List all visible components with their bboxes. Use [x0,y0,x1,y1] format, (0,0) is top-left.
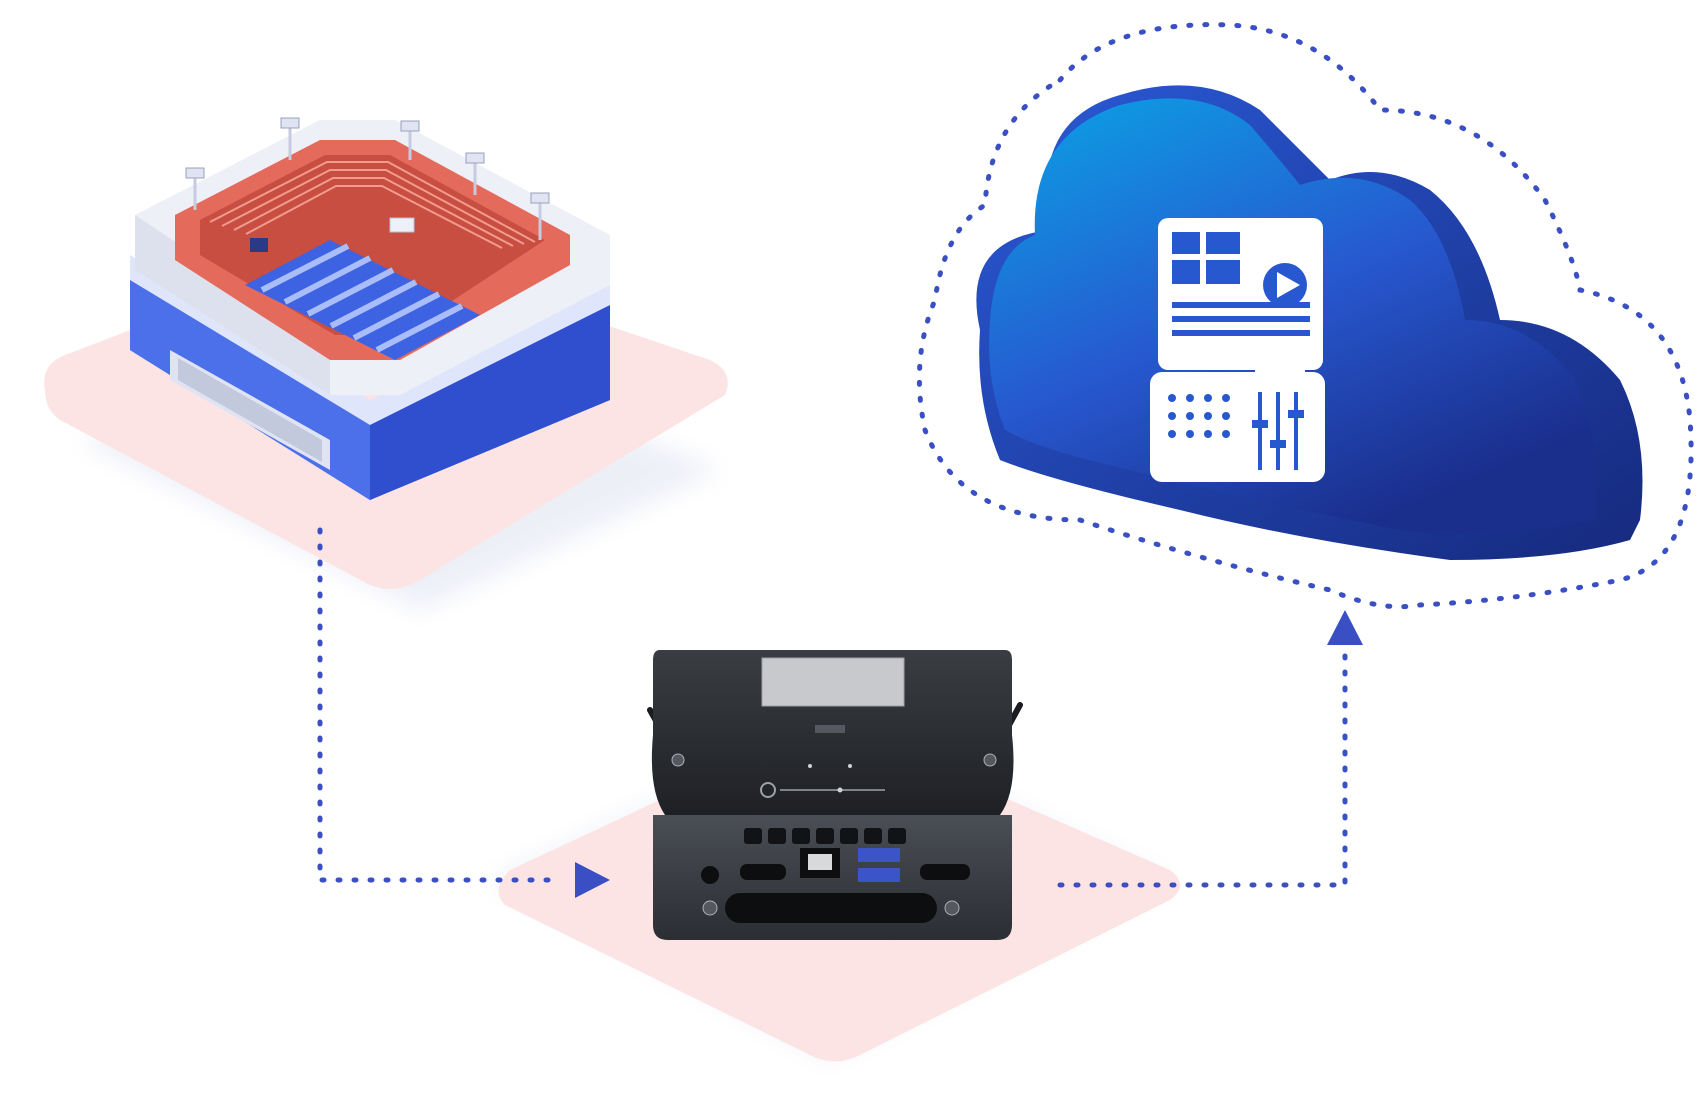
stadium-node [44,117,728,610]
device-screen [761,657,905,707]
cloud-production-console-icon [976,85,1643,560]
arrowhead-right-icon [575,862,610,898]
stadium-icon [130,117,610,500]
edge-device-to-cloud [1057,610,1363,888]
cloud-boundary [916,22,1694,610]
edge-stadium-to-device [317,527,610,898]
arrowhead-up-icon [1327,610,1363,645]
mini-pc-device-icon [647,650,1023,940]
cloud-node [916,22,1694,610]
edge-device-node [490,650,1181,1062]
